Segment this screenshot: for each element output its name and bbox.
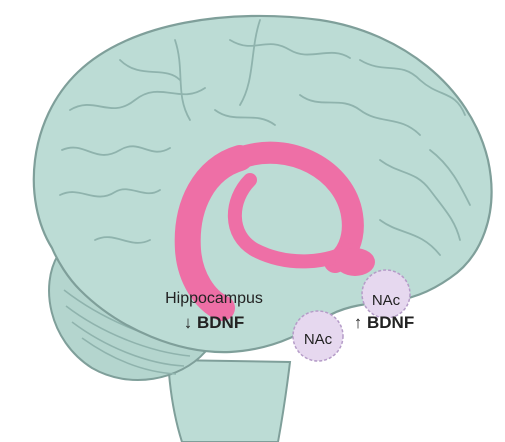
hippocampus-bdnf-label: ↓ BDNF xyxy=(184,313,244,332)
nac-lower-label: NAc xyxy=(304,331,333,348)
nac-upper-bdnf-label: ↑ BDNF xyxy=(354,313,414,332)
nac-upper-label: NAc xyxy=(372,292,401,309)
hippocampus-label: Hippocampus xyxy=(165,290,263,307)
brain-stem xyxy=(168,360,290,442)
hippocampus-tail xyxy=(335,248,375,276)
